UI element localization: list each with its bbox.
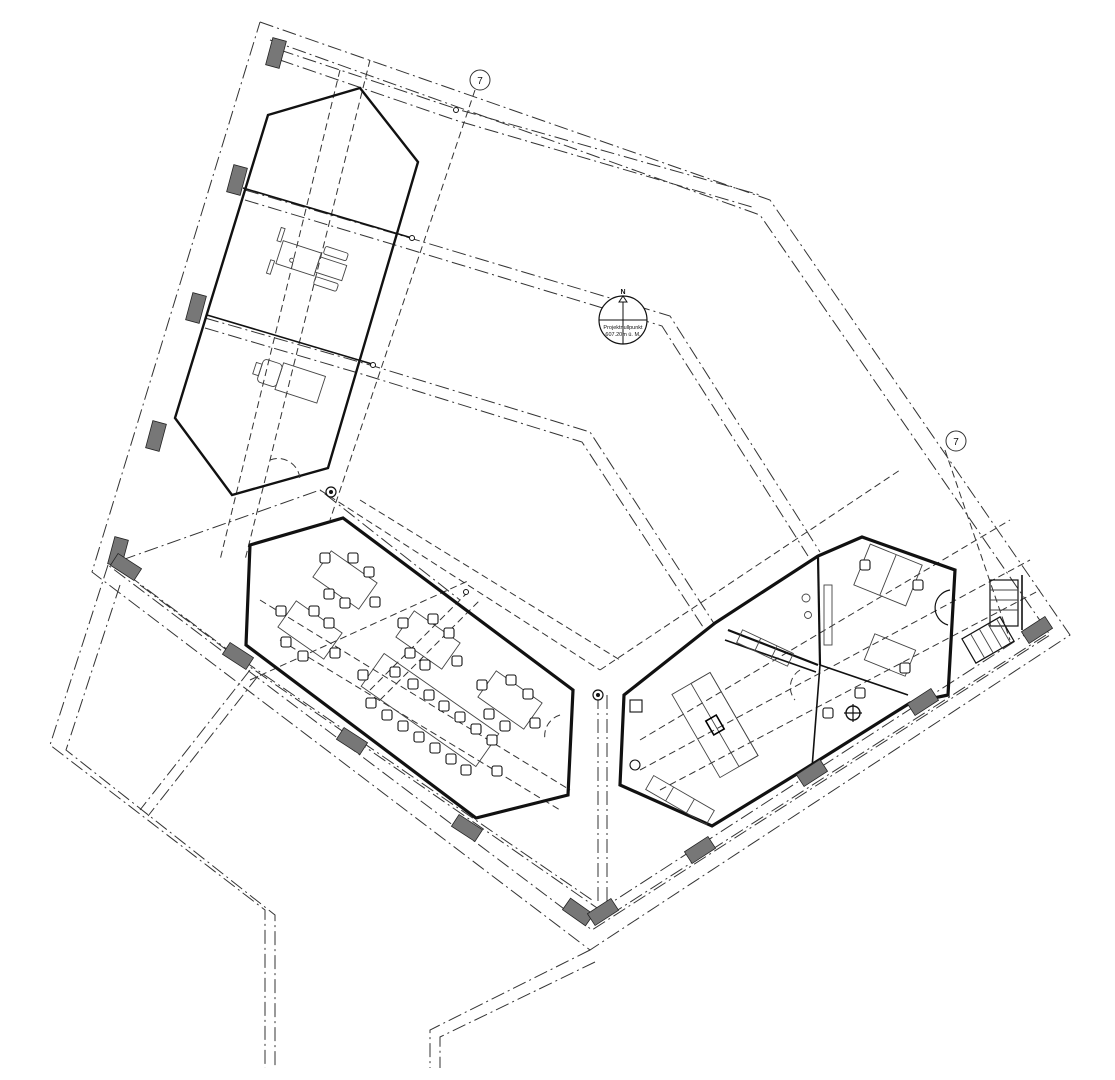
kitchen-counter [645,774,715,826]
garage-building [173,86,420,497]
tractor-icon [265,226,349,292]
drain-symbol [844,704,862,722]
dining-tables [277,550,543,768]
walkways [121,49,1047,916]
north-arrow-marker: N Projektnullpunkt 607.20m ü. M. [598,289,648,345]
svg-text:607.20m ü. M.: 607.20m ü. M. [605,332,641,338]
site-boundary [91,21,1071,951]
svg-text:Projektnullpunkt: Projektnullpunkt [603,325,643,331]
light-points [325,107,604,701]
svg-text:N: N [620,289,625,296]
svg-text:7: 7 [477,76,483,87]
dining-hall [244,516,575,820]
svg-text:7: 7 [953,437,959,448]
staircase [961,575,1023,664]
dining-chairs [275,552,541,777]
kitchen-island [671,671,759,779]
structural-axes [219,59,1041,811]
column-footings [107,37,1054,927]
kitchen-wing [618,535,957,828]
truck-icon [252,359,327,404]
axis-marker-right: 7 [945,430,967,452]
axis-marker-top: 7 [469,69,491,91]
path-outlines [49,564,596,1068]
